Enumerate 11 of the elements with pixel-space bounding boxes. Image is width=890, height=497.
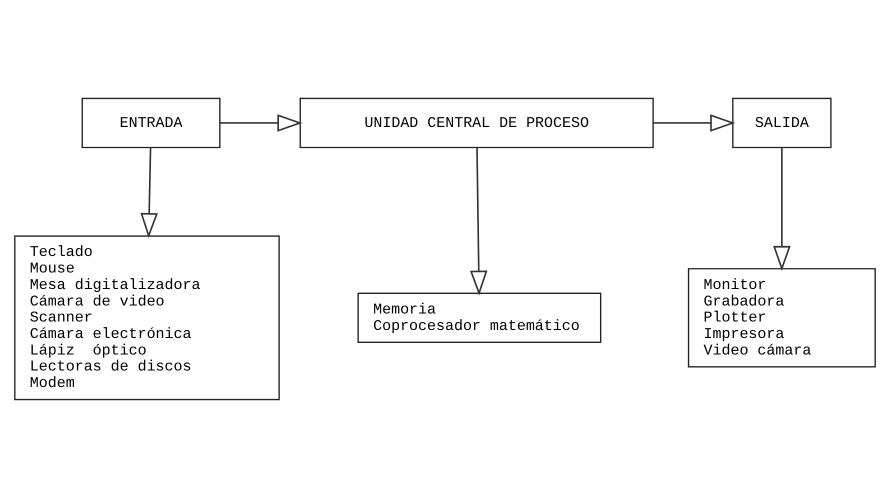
node-box: UNIDAD CENTRAL DE PROCESO: [300, 97, 654, 148]
node-box: Teclado Mouse Mesa digitalizadora Cámara de video Scanner Cámara electrónica Lápiz óptico Lectoras de discos Modem: [14, 234, 280, 400]
node-box: Monitor Grabadora Plotter Impresora Video cámara: [688, 268, 876, 368]
arrow: [470, 147, 488, 296]
node-box: ENTRADA: [82, 97, 221, 148]
arrow: [220, 114, 302, 132]
node-box: SALIDA: [732, 97, 832, 148]
arrow: [654, 114, 736, 132]
arrow: [773, 147, 791, 271]
node-box: Memoria Coprocesador matemático: [357, 292, 602, 342]
arrow: [140, 147, 158, 238]
